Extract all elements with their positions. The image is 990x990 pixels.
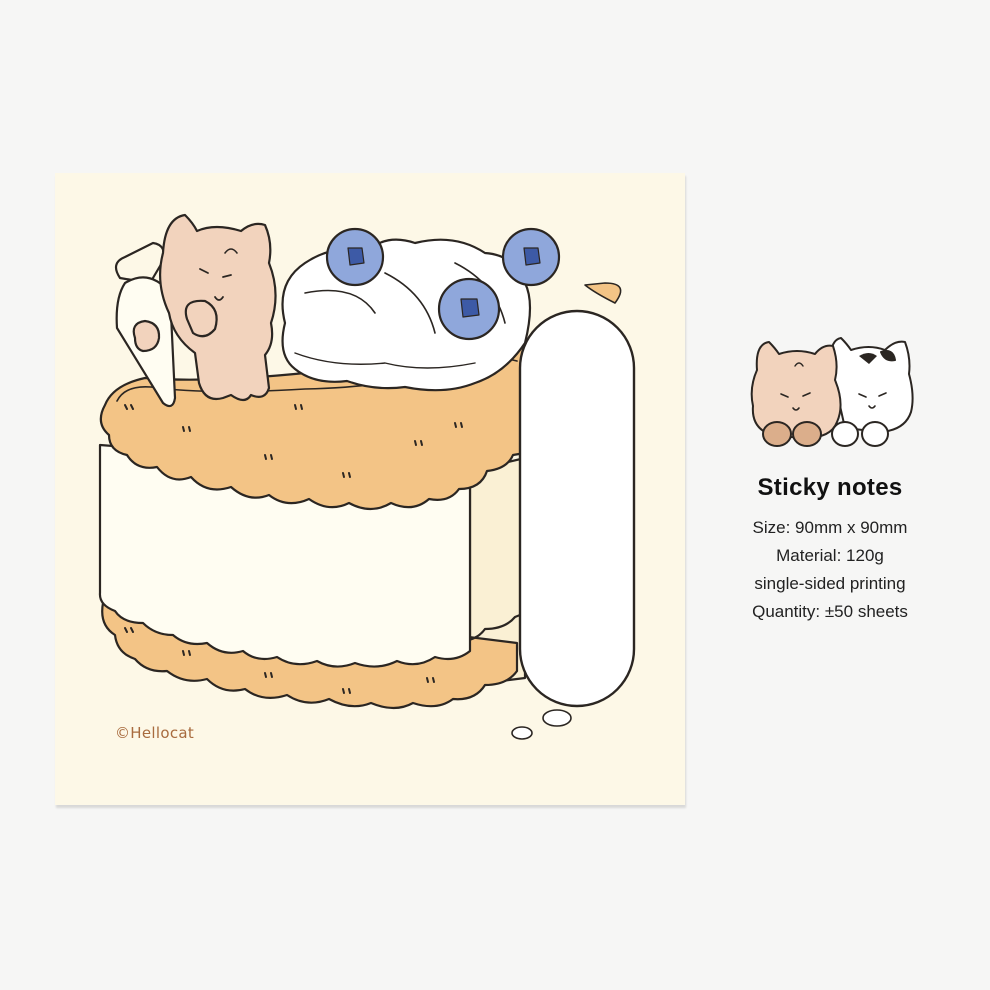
spec-printing: single-sided printing xyxy=(754,574,906,593)
cat-on-cream-cake-icon xyxy=(98,213,636,740)
spec-material: Material: 120g xyxy=(776,546,884,565)
spec-quantity: Quantity: ±50 sheets xyxy=(752,602,908,621)
spec-size: Size: 90mm x 90mm xyxy=(752,518,908,537)
two-cats-icon xyxy=(750,337,914,447)
copyright-text: ©Hellocat xyxy=(115,724,195,742)
product-title: Sticky notes xyxy=(757,474,903,501)
product-specs: Size: 90mm x 90mm Material: 120g single-… xyxy=(715,514,945,626)
sticky-note-illustration: ©Hellocat xyxy=(55,173,685,805)
product-info: Sticky notes Size: 90mm x 90mm Material:… xyxy=(715,330,945,626)
